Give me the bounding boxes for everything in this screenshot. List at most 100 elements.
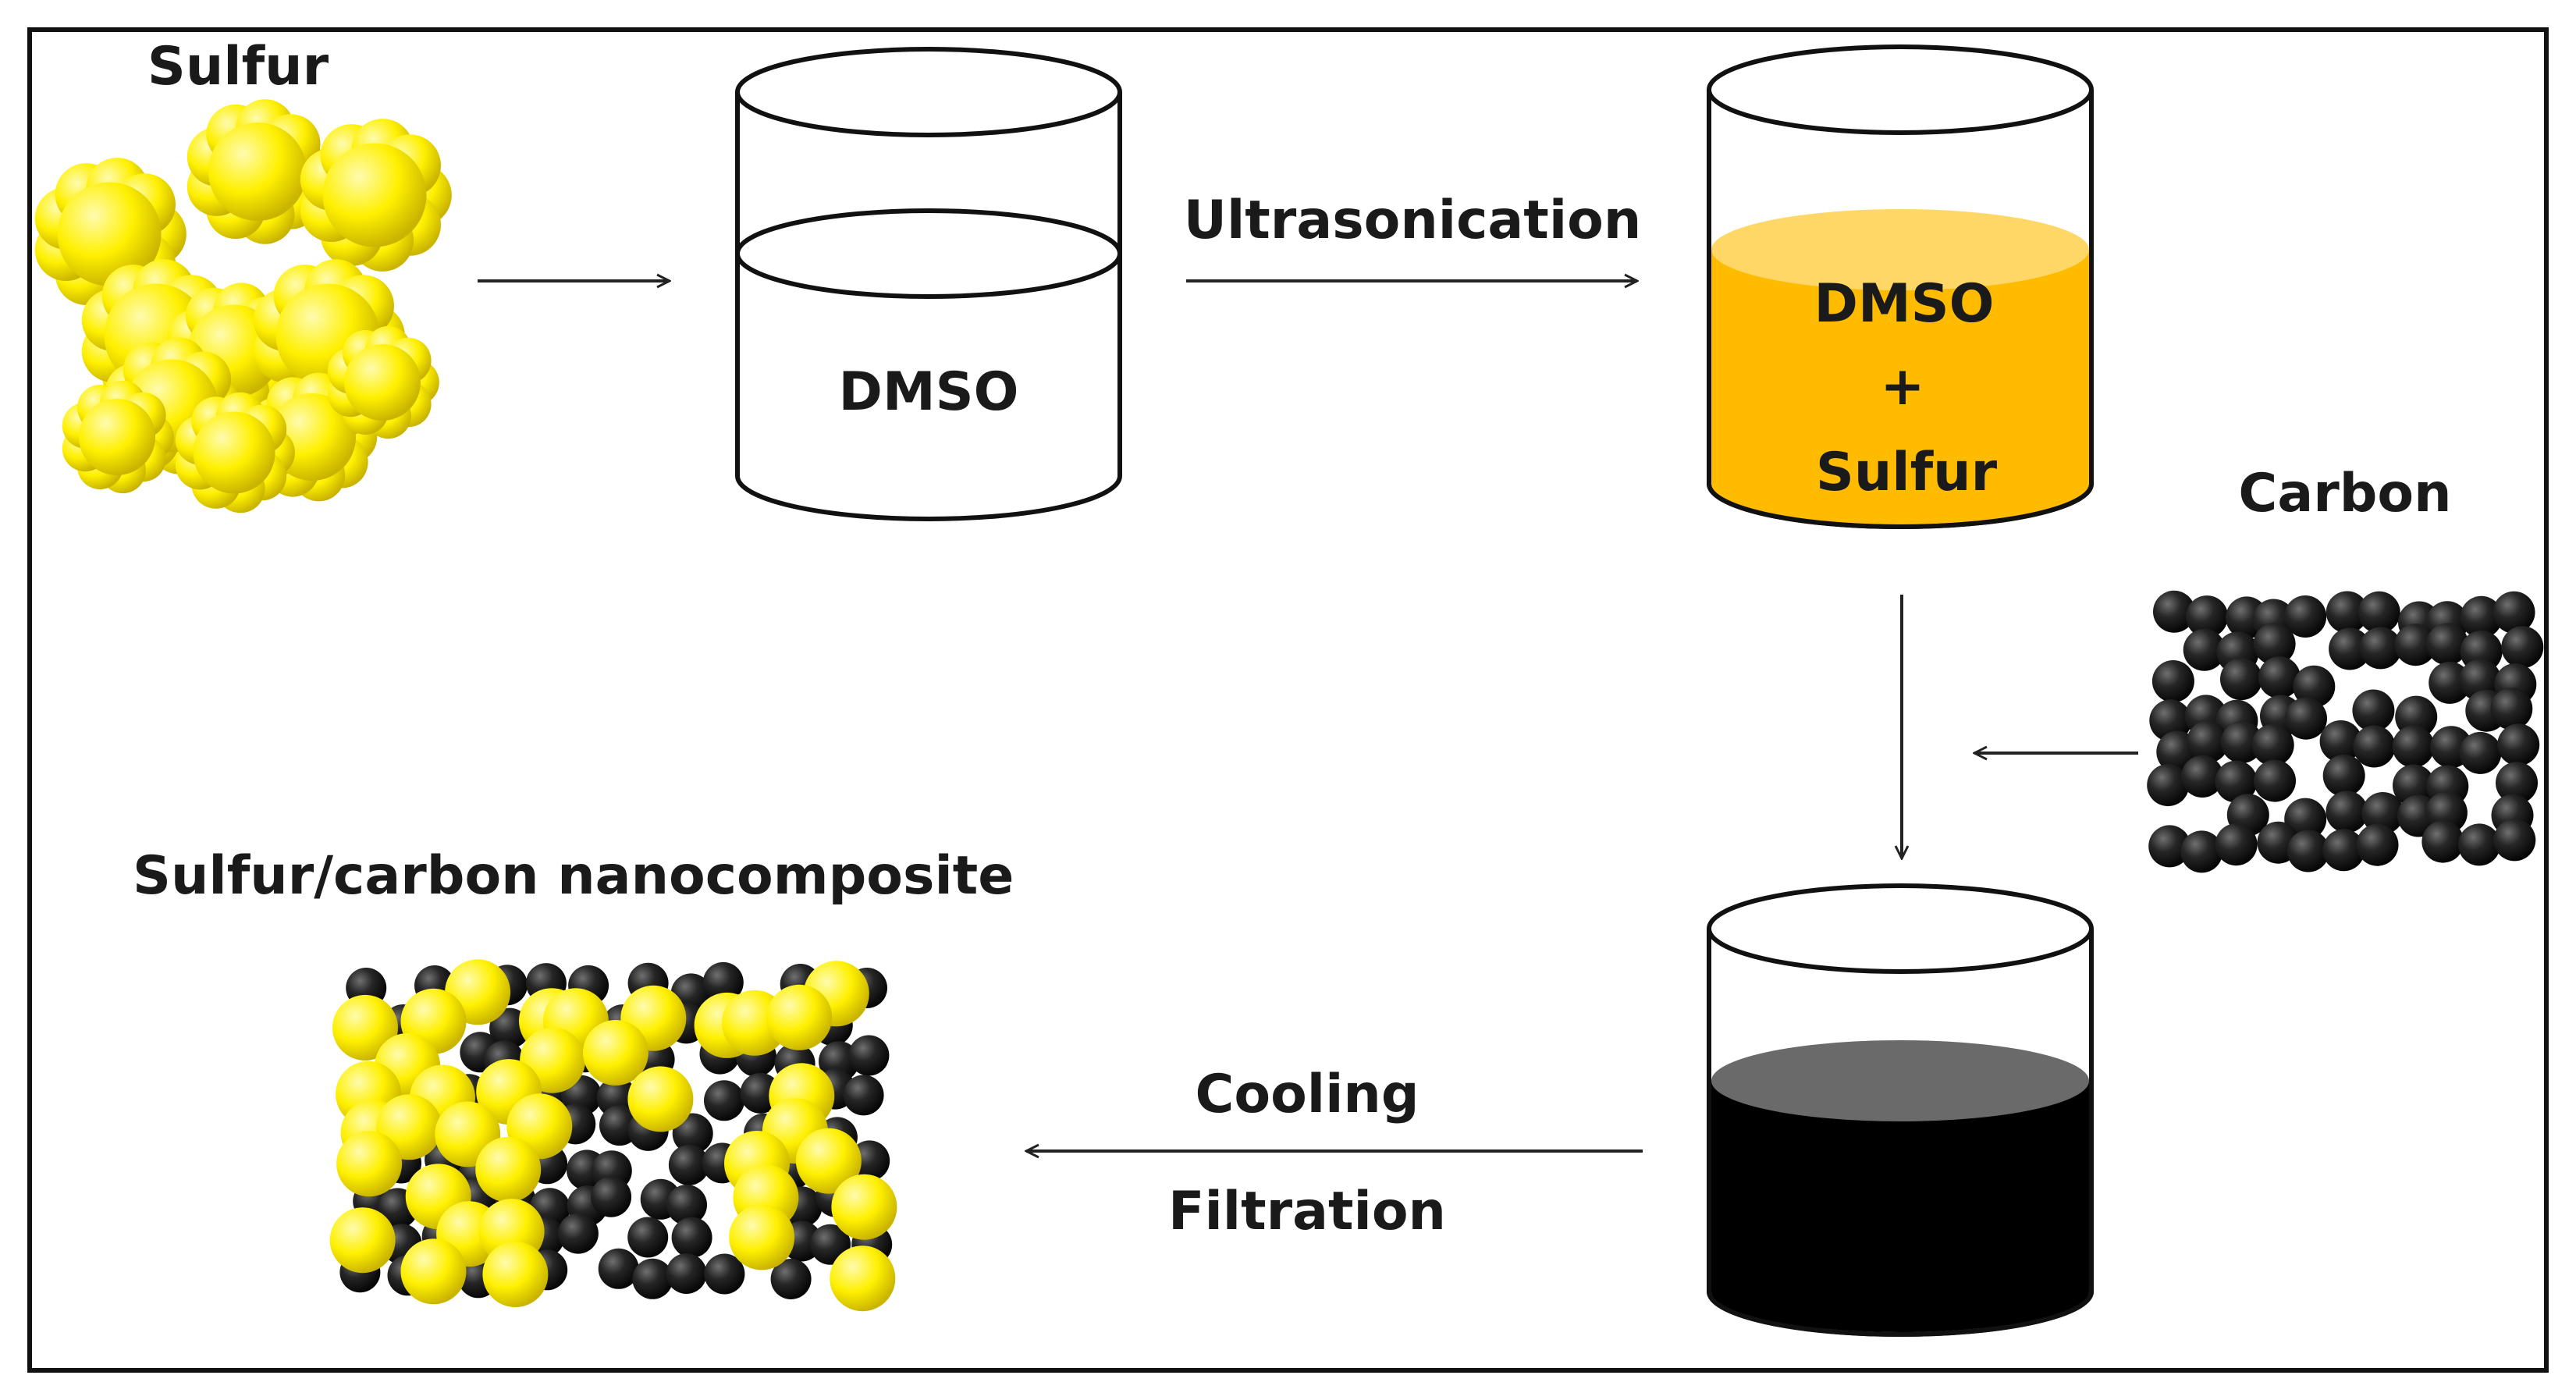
dmso-beaker: DMSO [735,47,1122,521]
composite-sulfur-sphere [582,1020,648,1086]
composite-sulfur-sphere [475,1136,542,1203]
carbon-sphere [2180,830,2223,873]
carbon-sphere [2326,591,2368,634]
carbon-sphere [2353,725,2396,768]
carbon-sphere [2361,792,2404,834]
carbon-sphere [2326,791,2368,833]
sulfur-particles-illustration [34,99,452,513]
carbon-sphere [2357,591,2400,634]
carbon-sphere [2285,697,2327,740]
composite-sulfur-sphere [329,1207,396,1274]
carbon-sphere [2153,590,2195,633]
carbon-sphere [2322,829,2365,872]
carbon-sphere [2251,723,2294,766]
sulfur-label: Sulfur [147,36,329,98]
carbon-sphere [2186,595,2229,638]
composite-carbon-sphere [591,1176,632,1217]
carbon-sphere [2186,720,2229,763]
carbon-sphere [2458,823,2500,866]
sulfur-blob [57,182,162,286]
dmso-label: DMSO [839,361,1019,423]
cooling-label: Cooling [1195,1064,1419,1125]
carbon-sphere [2254,759,2296,802]
composite-carbon-sphere [671,1217,712,1258]
carbon-sphere [2286,830,2329,872]
carbon-sphere [2151,660,2194,702]
composite-sulfur-sphere [729,1204,795,1270]
composite-carbon-sphere [704,1080,744,1121]
carbon-sphere [2253,623,2296,666]
carbon-sphere [2493,591,2535,634]
carbon-sphere [2501,626,2544,669]
carbon-sphere [2220,658,2262,701]
carbon-label: Carbon [2238,463,2451,524]
carbon-sphere [2426,623,2469,666]
composite-carbon-sphere [557,1213,599,1254]
carbon-sphere [2284,595,2327,638]
solution-label-line2: Sulfur [1816,442,1998,503]
carbon-sphere [2215,760,2258,803]
carbon-sphere [2429,661,2471,704]
carbon-sphere [2392,725,2435,768]
composite-carbon-sphere [666,1253,707,1294]
carbon-sphere [2220,721,2263,763]
carbon-sphere [2459,731,2502,774]
carbon-sphere [2496,762,2538,805]
carbon-sphere [2460,595,2503,638]
sulfur-blob [208,123,307,221]
solution-surface [1711,209,2089,290]
carbon-sphere [2319,720,2362,762]
composite-carbon-sphere [598,1248,639,1289]
carbon-particles-illustration [2147,590,2544,873]
dmso-sulfur-beaker: DMSO + Sulfur [1707,44,2094,529]
composite-carbon-sphere [848,1035,890,1076]
composite-carbon-sphere [702,961,744,1003]
composite-carbon-sphere [627,1217,669,1258]
carbon-sphere [2293,665,2336,708]
sulfur-blob [322,143,427,247]
carbon-sphere [2394,624,2437,666]
composite-sulfur-sphere [627,1066,694,1132]
composite-carbon-sphere [668,1144,709,1185]
carbon-sphere [2183,628,2226,671]
composite-carbon-sphere [704,1253,745,1295]
carbon-sphere [2493,819,2536,862]
carbon-sphere [2490,688,2533,730]
composite-carbon-sphere [770,1259,812,1299]
sulfur-blob [193,411,275,494]
solution-liquid [1711,250,2089,524]
carbon-sphere [2322,754,2365,797]
carbon-sphere [2497,723,2540,766]
composite-sulfur-sphere [795,1128,862,1194]
sulfur-blob [79,399,155,475]
composite-sulfur-sphere [482,1242,549,1308]
solution-label-line1: DMSO [1814,273,1995,335]
mixture-beaker [1707,883,2094,1337]
carbon-sphere [2356,823,2399,866]
solution-label-plus: + [1881,356,1925,418]
carbon-sphere [2352,689,2395,732]
sulfur-blob [344,344,421,421]
composite-carbon-sphere [632,1258,673,1299]
composite-sulfur-sphere [766,984,833,1050]
ultrasonication-label: Ultrasonication [1184,190,1642,251]
composite-sulfur-sphere [830,1245,896,1312]
carbon-sphere [2147,764,2190,807]
carbon-sphere [2329,627,2372,670]
carbon-sphere [2359,627,2402,670]
composite-label: Sulfur/carbon nanocomposite [133,845,1014,907]
composite-carbon-sphere [843,1075,884,1116]
mixture-surface [1711,1040,2089,1121]
carbon-sphere [2148,825,2191,868]
carbon-sphere [2215,823,2258,866]
composite-sulfur-sphere [400,1238,467,1305]
carbon-sphere [2421,820,2464,863]
mixture-liquid [1711,1081,2089,1332]
composite-carbon-sphere [672,1113,713,1154]
composite-carbon-sphere [666,1185,707,1225]
composite-sulfur-sphere [336,1131,403,1197]
carbon-sphere [2149,699,2192,742]
composite-particles-illustration [329,959,897,1312]
composite-sulfur-sphere [831,1174,897,1240]
